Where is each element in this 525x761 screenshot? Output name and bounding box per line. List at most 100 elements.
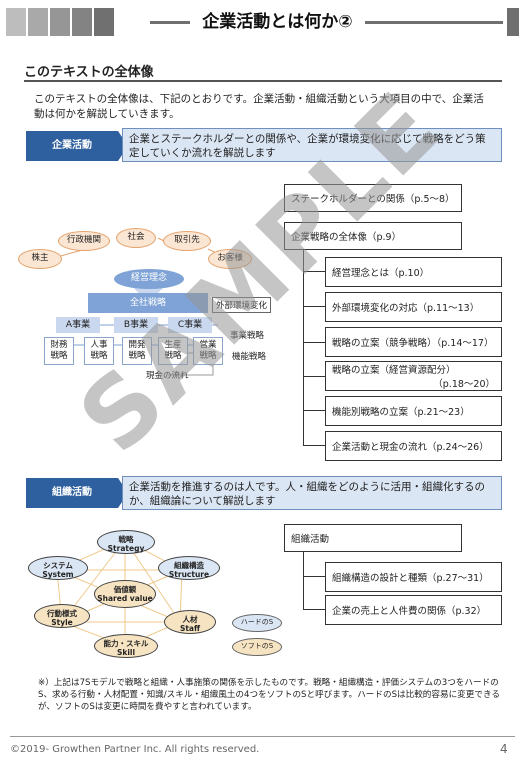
- section-label-corporate: 企業活動: [26, 131, 128, 161]
- toc-label: 企業の売上と人件費の関係（p.32）: [332, 606, 487, 617]
- toc-tree-line: [303, 552, 304, 610]
- section-subtitle: このテキストの全体像: [24, 65, 154, 80]
- page-number: 4: [500, 742, 508, 756]
- header-bar: 企業活動とは何か②: [0, 8, 525, 36]
- stakeholder-shareholder: 株主: [18, 249, 62, 269]
- header-block: [6, 8, 26, 36]
- function-label: 戦略: [50, 351, 68, 361]
- toc-resource: 戦略の立案（経営資源配分） （p.18〜20）: [325, 361, 502, 391]
- toc-competitive: 戦略の立案（競争戦略）（p.14〜17）: [325, 327, 502, 357]
- intro-text: このテキストの全体像は、下記のとおりです。企業活動・組織活動という大項目の中で、…: [34, 93, 484, 120]
- node-en: Strategy: [107, 544, 145, 553]
- node-ja: 価値観: [113, 585, 137, 594]
- node-ja: 行動様式: [47, 609, 77, 618]
- function-hr: 人事戦略: [84, 337, 114, 365]
- function-sales: 営業戦略: [193, 337, 223, 365]
- toc-functional: 機能別戦略の立案（p.21〜23）: [325, 396, 502, 426]
- toc-personnel-cost: 企業の売上と人件費の関係（p.32）: [325, 595, 502, 625]
- header-block: [94, 8, 114, 36]
- business-a: A事業: [56, 317, 100, 333]
- subtitle-rule: [24, 80, 502, 82]
- corporate-strategy: 全社戦略: [88, 293, 208, 313]
- function-label: 戦略: [90, 351, 108, 361]
- toc-organization: 組織活動: [284, 524, 462, 552]
- toc-branch: [303, 445, 325, 446]
- toc-org-structure: 組織構造の設計と種類（p.27〜31）: [325, 562, 502, 592]
- header-blocks: [6, 8, 114, 36]
- toc-branch: [303, 271, 325, 272]
- header-block: [72, 8, 92, 36]
- toc-label: 戦略の立案（経営資源配分）: [332, 365, 456, 376]
- toc-branch: [303, 306, 325, 307]
- node-ja: 人材: [182, 615, 198, 624]
- toc-branch: [303, 376, 325, 377]
- footnote: ※）上記は7Sモデルで戦略と組織・人事施策の関係を示したものです。戦略・組織構造…: [38, 678, 500, 712]
- function-label: 生産: [164, 340, 182, 350]
- function-label: 人事: [90, 340, 108, 350]
- function-development: 開発戦略: [122, 337, 152, 365]
- function-production: 生産戦略: [158, 337, 188, 365]
- node-en: System: [42, 570, 74, 579]
- function-label: 財務: [50, 340, 68, 350]
- business-c: C事業: [168, 317, 212, 333]
- toc-branch: [303, 410, 325, 411]
- toc-label: 機能別戦略の立案（p.21〜23）: [332, 407, 470, 418]
- toc-label: 経営理念とは（p.10）: [332, 268, 430, 279]
- footer-rule: [10, 736, 515, 737]
- corporate-strategy-diagram: 株主 行政機関 社会 取引先 お客様 経営理念 全社戦略 A事業 B事業 C事業…: [18, 225, 280, 385]
- section-desc-corporate: 企業とステークホルダーとの関係や、企業が環境変化に応じて戦略をどう策定していくか…: [122, 128, 502, 162]
- external-change-box: 外部環境変化: [212, 297, 272, 313]
- legend-hard-s: ハードのS: [232, 614, 282, 632]
- toc-label-pages: （p.18〜20）: [433, 379, 495, 390]
- toc-corporate-strategy: 企業戦略の全体像（p.9）: [284, 222, 462, 250]
- stakeholder-supplier: 取引先: [163, 231, 211, 251]
- node-en: Staff: [179, 624, 201, 633]
- node-en: Shared value: [97, 594, 153, 603]
- node-ja: 戦略: [118, 535, 134, 544]
- function-strategy-label: 機能戦略: [232, 352, 267, 362]
- copyright: ©2019- Growthen Partner Inc. All rights …: [10, 744, 260, 755]
- toc-label: 企業活動と現金の流れ（p.24〜26）: [332, 442, 489, 453]
- cash-flow-label: 現金の流れ: [146, 371, 189, 381]
- header-block: [28, 8, 48, 36]
- function-finance: 財務戦略: [44, 337, 74, 365]
- function-label: 開発: [128, 340, 146, 350]
- toc-philosophy: 経営理念とは（p.10）: [325, 257, 502, 287]
- function-label: 戦略: [199, 351, 217, 361]
- toc-tree-line: [303, 250, 304, 445]
- toc-external: 外部環境変化の対応（p.11〜13）: [325, 292, 502, 322]
- legend-soft-s: ソフトのS: [232, 638, 282, 656]
- section-label-organization: 組織活動: [26, 478, 128, 508]
- toc-label: 戦略の立案（競争戦略）（p.14〜17）: [332, 338, 494, 349]
- header-end-block: [507, 8, 519, 36]
- business-b: B事業: [114, 317, 158, 333]
- stakeholder-society: 社会: [116, 228, 156, 248]
- toc-cash: 企業活動と現金の流れ（p.24〜26）: [325, 431, 502, 461]
- function-label: 戦略: [128, 351, 146, 361]
- node-en: Style: [51, 618, 73, 627]
- function-label: 営業: [199, 340, 217, 350]
- header-block: [50, 8, 70, 36]
- section-desc-organization: 企業活動を推進するのは人です。人・組織をどのように活用・組織化するのか、組織論に…: [122, 476, 502, 510]
- management-philosophy: 経営理念: [114, 269, 184, 289]
- stakeholder-government: 行政機関: [58, 231, 110, 251]
- node-ja: 能力・スキル: [103, 639, 149, 648]
- toc-label: 組織構造の設計と種類（p.27〜31）: [332, 573, 489, 584]
- toc-stakeholder: ステークホルダーとの関係（p.5〜8）: [284, 184, 462, 212]
- business-strategy-label: 事業戦略: [230, 331, 265, 341]
- node-ja: 組織構造: [174, 561, 204, 570]
- toc-label: 外部環境変化の対応（p.11〜13）: [332, 303, 480, 314]
- toc-branch: [303, 342, 325, 343]
- page-title: 企業活動とは何か②: [190, 9, 365, 35]
- node-en: Skill: [116, 648, 136, 657]
- toc-branch: [303, 576, 325, 577]
- toc-branch: [303, 609, 325, 610]
- node-ja: システム: [43, 561, 73, 570]
